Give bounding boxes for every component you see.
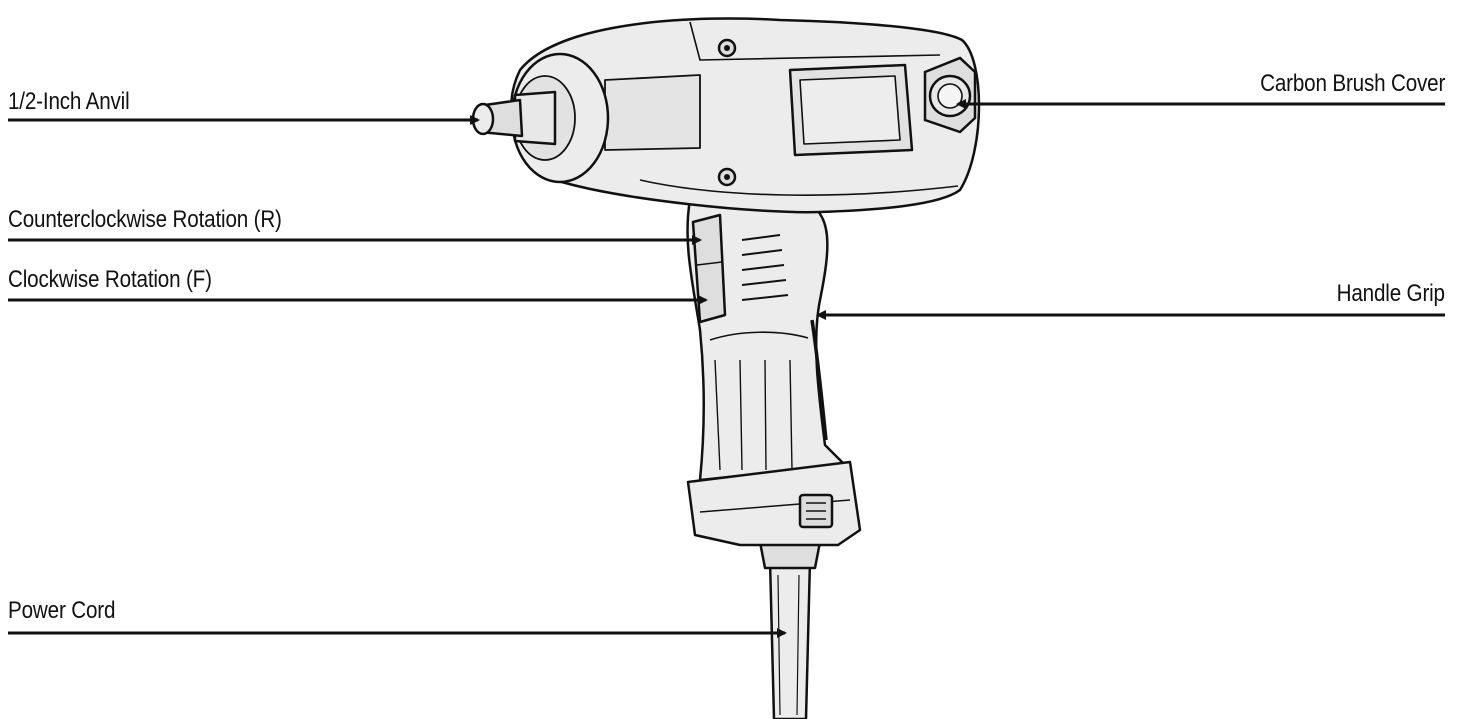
rotation-switch-drawing — [691, 213, 727, 324]
anvil-drawing — [471, 98, 524, 138]
power-cord-drawing — [758, 540, 822, 719]
base-housing-drawing — [686, 460, 862, 547]
label-carbon-brush-cover: Carbon Brush Cover — [1259, 70, 1445, 97]
label-anvil: 1/2-Inch Anvil — [8, 88, 130, 115]
hammer-case-drawing — [510, 52, 610, 184]
label-power-cord: Power Cord — [8, 597, 116, 624]
label-handle-grip: Handle Grip — [1336, 280, 1445, 307]
label-clockwise-rotation: Clockwise Rotation (F) — [8, 266, 212, 293]
handle-grip-drawing — [686, 189, 847, 482]
motor-housing-drawing — [510, 17, 981, 214]
leader-lines — [8, 99, 1445, 638]
label-counterclockwise-rotation: Counterclockwise Rotation (R) — [8, 206, 282, 233]
carbon-brush-cover-drawing — [923, 56, 977, 134]
